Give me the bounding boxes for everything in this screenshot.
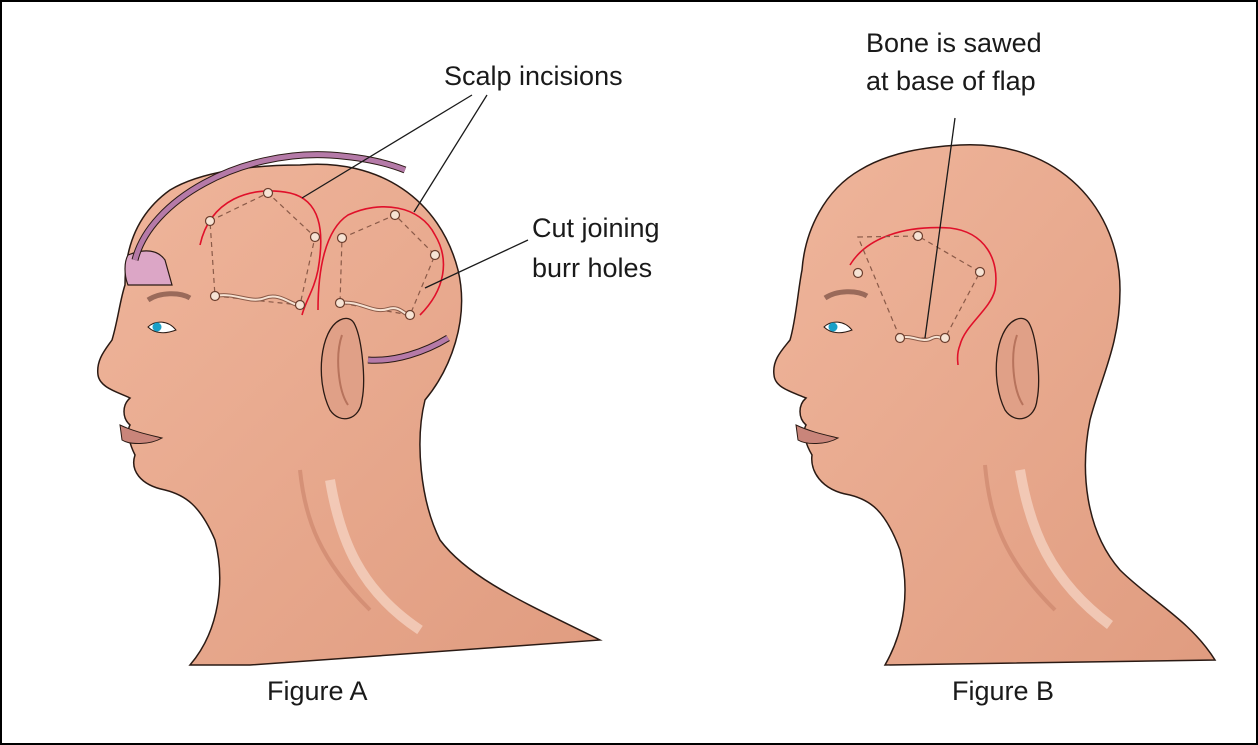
- caption-figure-a: Figure A: [267, 676, 368, 706]
- figure-a: Scalp incisions Cut joining burr holes F…: [98, 61, 660, 706]
- ear-b: [996, 318, 1038, 418]
- label-burr-holes: burr holes: [532, 253, 652, 283]
- label-scalp-incisions: Scalp incisions: [444, 61, 623, 91]
- caption-figure-b: Figure B: [952, 676, 1054, 706]
- ear-a: [321, 318, 363, 418]
- label-base-of-flap: at base of flap: [866, 66, 1036, 96]
- leader-scalp-2: [414, 95, 487, 212]
- label-cut-joining: Cut joining: [532, 213, 660, 243]
- label-bone-sawed: Bone is sawed: [866, 28, 1042, 58]
- head-b: [774, 145, 1215, 665]
- iris-b: [829, 323, 838, 332]
- iris-a: [153, 323, 162, 332]
- figure-b: Bone is sawed at base of flap Figure B: [774, 28, 1215, 706]
